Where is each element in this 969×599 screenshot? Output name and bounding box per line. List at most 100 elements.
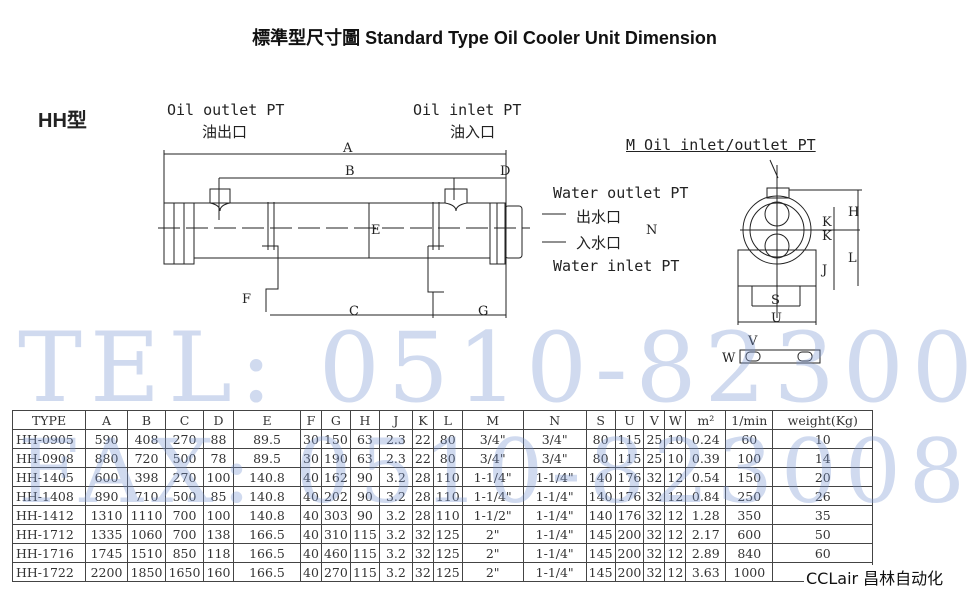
table-cell: 32 bbox=[643, 562, 666, 582]
column-header: K bbox=[411, 410, 434, 430]
table-cell: 30 bbox=[300, 429, 322, 449]
table-cell: 176 bbox=[614, 486, 645, 506]
table-cell: 89.5 bbox=[233, 448, 301, 468]
table-cell: 1510 bbox=[127, 543, 166, 563]
table-cell: 2.89 bbox=[685, 543, 727, 563]
oil-inlet-cn-label: 油入口 bbox=[450, 123, 496, 141]
table-cell: 115 bbox=[614, 429, 645, 449]
logo: CCLair 昌林自动化 bbox=[804, 565, 946, 589]
dim-c: C bbox=[349, 304, 359, 319]
table-cell: 176 bbox=[614, 467, 645, 487]
table-cell: 60 bbox=[725, 429, 774, 449]
table-cell: 125 bbox=[432, 543, 463, 563]
water-inlet-cn-label: 入水口 bbox=[576, 234, 622, 252]
table-cell: 140 bbox=[585, 505, 616, 525]
table-cell: 2200 bbox=[85, 562, 128, 582]
page-title: 標準型尺寸圖 Standard Type Oil Cooler Unit Dim… bbox=[252, 28, 717, 48]
cooler-drawing: A B D E F C G N H K K L J S U V W bbox=[158, 141, 862, 366]
table-cell: 12 bbox=[664, 486, 687, 506]
table-cell: HH-1408 bbox=[12, 486, 86, 506]
dim-a: A bbox=[342, 141, 353, 156]
table-cell: 500 bbox=[165, 486, 204, 506]
table-cell: 22 bbox=[411, 429, 434, 449]
table-cell: 32 bbox=[643, 486, 666, 506]
table-cell: 2.3 bbox=[378, 448, 413, 468]
table-cell: 600 bbox=[85, 467, 128, 487]
table-cell: 80 bbox=[585, 448, 616, 468]
dim-l: L bbox=[848, 251, 857, 266]
table-cell: 3/4" bbox=[461, 429, 524, 449]
table-cell: 10 bbox=[772, 429, 874, 449]
column-header: W bbox=[664, 410, 687, 430]
column-header: F bbox=[300, 410, 322, 430]
oil-inlet-label: Oil inlet PT bbox=[413, 101, 522, 119]
table-cell: 0.24 bbox=[685, 429, 727, 449]
table-cell: 700 bbox=[165, 505, 204, 525]
column-header: C bbox=[165, 410, 204, 430]
table-cell: 1-1/4" bbox=[522, 543, 587, 563]
table-cell: 145 bbox=[585, 543, 616, 563]
table-cell: 30 bbox=[300, 448, 322, 468]
column-header: J bbox=[378, 410, 413, 430]
column-header: G bbox=[320, 410, 351, 430]
column-header: E bbox=[233, 410, 301, 430]
oil-outlet-cn-label: 油出口 bbox=[202, 123, 248, 141]
column-header: N bbox=[522, 410, 587, 430]
table-cell: 80 bbox=[585, 429, 616, 449]
table-cell: 890 bbox=[85, 486, 128, 506]
table-cell: 89.5 bbox=[233, 429, 301, 449]
table-cell: 28 bbox=[411, 505, 434, 525]
table-cell: 80 bbox=[432, 429, 463, 449]
table-cell: 2.17 bbox=[685, 524, 727, 544]
table-cell: 140 bbox=[585, 467, 616, 487]
table-cell: 140 bbox=[585, 486, 616, 506]
table-cell: 145 bbox=[585, 524, 616, 544]
table-cell: 200 bbox=[614, 562, 645, 582]
table-cell: 1310 bbox=[85, 505, 128, 525]
table-cell: HH-1412 bbox=[12, 505, 86, 525]
table-cell: 1-1/4" bbox=[522, 486, 587, 506]
table-cell: 12 bbox=[664, 543, 687, 563]
dim-u: U bbox=[771, 311, 782, 326]
table-cell: 10 bbox=[664, 448, 687, 468]
table-cell: 1-1/4" bbox=[461, 486, 524, 506]
table-cell: 28 bbox=[411, 486, 434, 506]
dim-h: H bbox=[848, 205, 859, 220]
table-cell: 1000 bbox=[725, 562, 774, 582]
table-cell: 160 bbox=[203, 562, 234, 582]
table-cell: 200 bbox=[614, 543, 645, 563]
table-cell: 1-1/4" bbox=[461, 467, 524, 487]
table-cell: 350 bbox=[725, 505, 774, 525]
column-header: weight(Kg) bbox=[772, 410, 874, 430]
table-cell: 1335 bbox=[85, 524, 128, 544]
dim-g: G bbox=[478, 304, 488, 319]
table-cell: 110 bbox=[432, 467, 463, 487]
table-cell: 110 bbox=[432, 505, 463, 525]
table-cell: 12 bbox=[664, 505, 687, 525]
table-cell: HH-1405 bbox=[12, 467, 86, 487]
oil-outlet-label: Oil outlet PT bbox=[167, 101, 285, 119]
table-cell: 303 bbox=[320, 505, 351, 525]
table-cell: 140.8 bbox=[233, 467, 301, 487]
table-cell: 880 bbox=[85, 448, 128, 468]
table-cell: 1-1/4" bbox=[522, 467, 587, 487]
table-cell: 720 bbox=[127, 448, 166, 468]
column-header: H bbox=[349, 410, 380, 430]
table-cell: 166.5 bbox=[233, 562, 301, 582]
table-cell: 20 bbox=[772, 467, 874, 487]
table-cell: 80 bbox=[432, 448, 463, 468]
table-cell: 115 bbox=[349, 562, 380, 582]
table-cell: 10 bbox=[664, 429, 687, 449]
table-cell: 118 bbox=[203, 543, 234, 563]
dim-b: B bbox=[345, 164, 355, 179]
table-cell: 190 bbox=[320, 448, 351, 468]
table-cell: 408 bbox=[127, 429, 166, 449]
table-cell: 1-1/4" bbox=[522, 505, 587, 525]
column-header: V bbox=[643, 410, 666, 430]
table-cell: 115 bbox=[349, 524, 380, 544]
table-cell: 1-1/4" bbox=[522, 524, 587, 544]
